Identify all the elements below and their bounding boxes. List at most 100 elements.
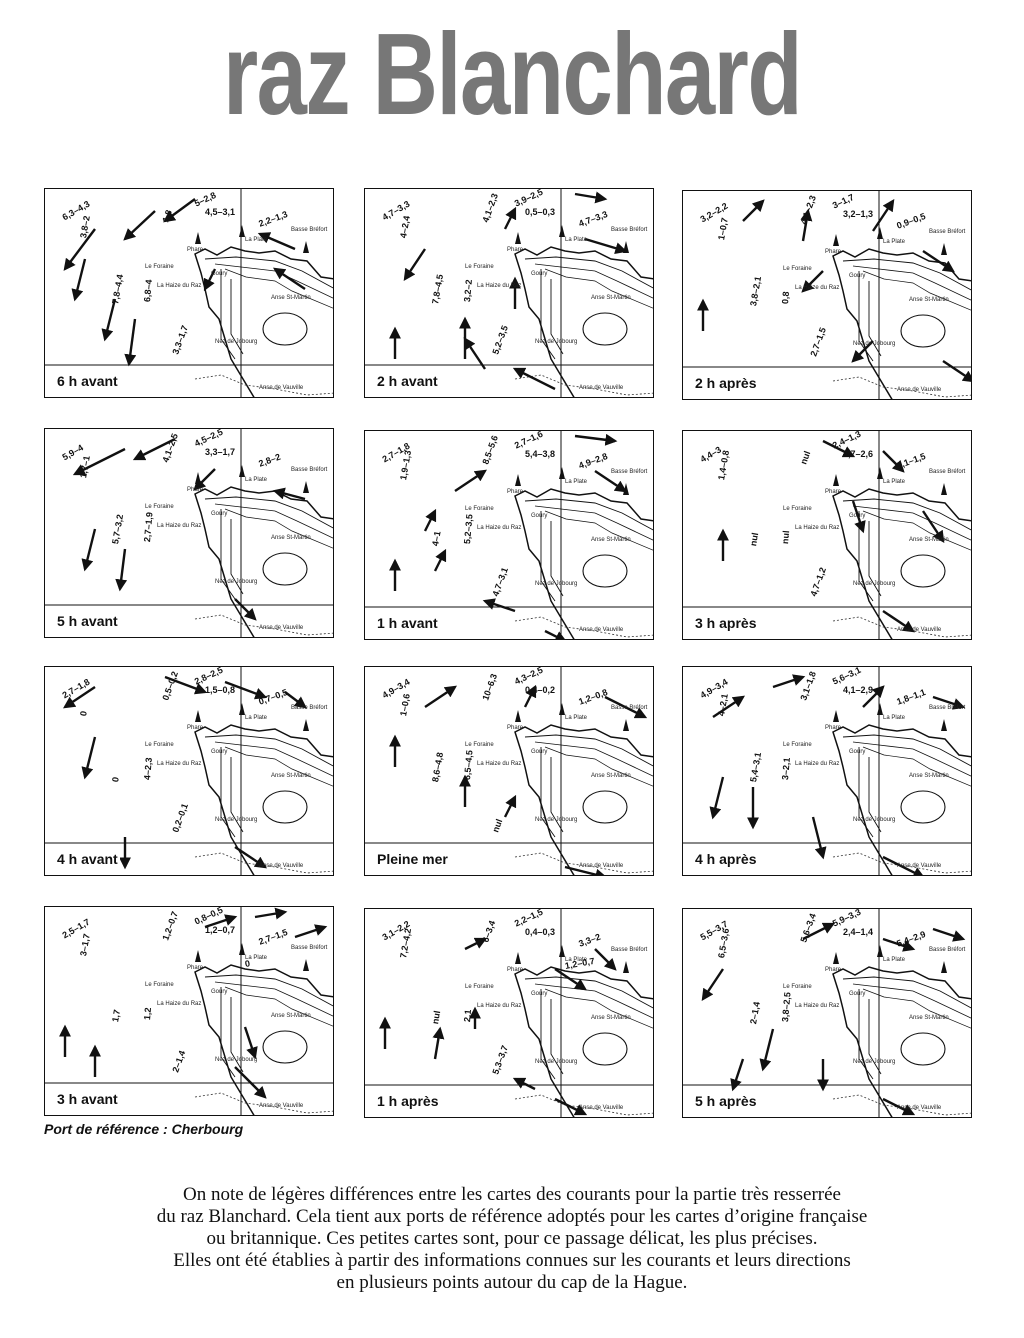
place-label: Phare <box>507 247 524 253</box>
place-label: Le Foraine <box>145 742 174 748</box>
place-label: Anse de Vauville <box>897 387 942 393</box>
current-arrow <box>224 680 268 700</box>
current-arrow <box>922 250 955 273</box>
current-arrow <box>512 1077 536 1091</box>
place-label: Phare <box>187 725 204 731</box>
lighthouse-icon <box>833 474 839 486</box>
current-speed-label: 4–2,3 <box>142 757 154 781</box>
place-label: Anse St-Martin <box>591 537 631 543</box>
depth-contour <box>534 983 653 1019</box>
place-label: Anse de Vauville <box>897 863 942 869</box>
current-arrow <box>243 1026 258 1060</box>
lighthouse-icon <box>239 943 245 955</box>
time-label: 2 h avant <box>375 373 440 389</box>
place-label: La Plate <box>565 237 588 243</box>
depth-contour <box>862 746 971 787</box>
coastline <box>194 724 333 875</box>
depth-contour <box>534 741 653 777</box>
current-arrow <box>709 776 725 820</box>
current-arrow <box>574 191 608 204</box>
place-label: Goury <box>849 513 866 519</box>
depth-contour <box>214 981 333 1017</box>
lighthouse-icon <box>303 241 309 253</box>
current-speed-label: 4,7–2,6 <box>843 449 874 459</box>
place-label: Anse St-Martin <box>591 1015 631 1021</box>
current-arrow <box>234 598 257 621</box>
depth-area <box>582 1032 628 1066</box>
shoreline <box>194 852 333 874</box>
place-label: Nez de Jobourg <box>535 1059 578 1065</box>
caption-line: en plusieurs points autour du cap de la … <box>336 1272 688 1293</box>
current-speed-label: 2,1 <box>462 1009 474 1023</box>
current-arrow <box>851 340 874 363</box>
lighthouse-icon <box>303 481 309 493</box>
current-arrow <box>203 268 217 292</box>
coastline <box>194 964 333 1115</box>
place-label: Le Foraine <box>783 266 812 272</box>
depth-contour <box>858 747 874 838</box>
current-arrow <box>273 267 306 290</box>
coastline <box>832 966 971 1117</box>
place-label: Phare <box>507 489 524 495</box>
current-speed-label: 0,8 <box>780 291 792 305</box>
current-arrow <box>594 470 627 493</box>
place-label: Anse St-Martin <box>271 295 311 301</box>
depth-contour <box>868 521 882 597</box>
current-speed-label: 3–2,1 <box>780 757 792 781</box>
depth-contour <box>534 505 653 541</box>
place-label: La Plate <box>245 955 268 961</box>
place-label: La Plate <box>883 957 906 963</box>
lighthouse-icon <box>833 710 839 722</box>
place-label: Basse Bréfort <box>929 229 966 235</box>
lighthouse-icon <box>833 234 839 246</box>
time-label: 6 h avant <box>55 373 120 389</box>
depth-contour <box>524 256 653 289</box>
place-label: Anse de Vauville <box>579 627 624 633</box>
coastline <box>832 488 971 639</box>
depth-contour <box>214 503 333 539</box>
current-arrow <box>423 508 437 532</box>
time-label: 1 h après <box>375 1093 441 1109</box>
place-label: Goury <box>211 989 228 995</box>
coastline <box>832 248 971 399</box>
place-label: Nez de Jobourg <box>535 339 578 345</box>
caption-line: du raz Blanchard. Cela tient aux ports d… <box>156 1206 868 1227</box>
current-arrow <box>71 258 87 302</box>
place-label: Le Foraine <box>145 264 174 270</box>
depth-contour <box>862 988 971 1029</box>
depth-area <box>900 790 946 824</box>
place-label: Anse St-Martin <box>271 535 311 541</box>
current-arrow <box>503 206 517 230</box>
depth-contour <box>852 265 971 301</box>
lighthouse-icon <box>877 945 883 957</box>
current-arrow <box>463 337 486 370</box>
place-label: Anse St-Martin <box>591 773 631 779</box>
depth-area <box>262 312 308 346</box>
caption-line: ou britannique. Ces petites cartes sont,… <box>206 1228 818 1249</box>
depth-contour <box>862 510 971 551</box>
place-label: Phare <box>507 967 524 973</box>
current-arrow <box>554 968 587 991</box>
lighthouse-icon <box>623 719 629 731</box>
current-arrow <box>454 469 487 492</box>
time-label: 5 h après <box>693 1093 759 1109</box>
depth-contour <box>858 271 874 362</box>
current-arrow <box>851 500 866 534</box>
current-arrow <box>882 855 926 875</box>
place-label: Anse de Vauville <box>259 1103 304 1109</box>
place-label: Basse Bréfort <box>611 705 648 711</box>
current-speed-label: 1,7 <box>110 1008 123 1023</box>
current-speed-label: 4,5–3,1 <box>205 207 236 217</box>
place-label: Basse Bréfort <box>929 705 966 711</box>
depth-area <box>262 790 308 824</box>
place-label: La Haize du Raz <box>795 525 840 531</box>
shoreline <box>832 616 971 638</box>
current-arrow <box>132 437 176 461</box>
current-speed-label: 5,4–3,8 <box>525 449 556 459</box>
current-arrow <box>584 237 628 254</box>
place-label: Anse St-Martin <box>591 295 631 301</box>
